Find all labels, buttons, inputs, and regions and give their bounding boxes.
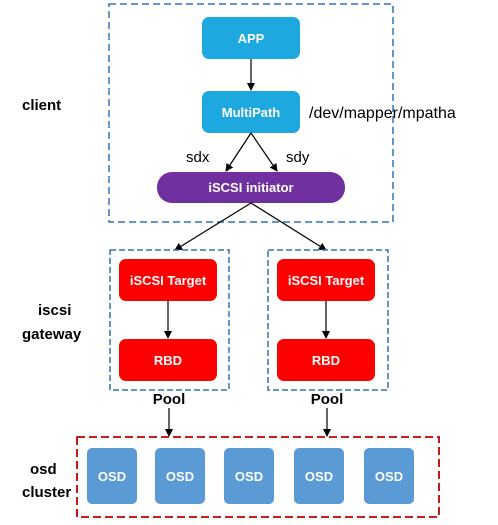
osd-label-2: OSD xyxy=(166,469,194,484)
osd-section-label-line1: osd xyxy=(30,461,57,478)
gateway-2-iscsi-target-box: iSCSI Target xyxy=(277,259,375,301)
gateway-2: iSCSI Target RBD xyxy=(267,249,389,391)
osd-box-1: OSD xyxy=(87,448,137,504)
osd-cluster-container xyxy=(76,436,440,518)
osd-section-label-line2: cluster xyxy=(22,484,71,501)
arrow-path-sdx xyxy=(225,132,252,172)
multipath-label: MultiPath xyxy=(222,105,281,120)
gateway-1-rbd-label: RBD xyxy=(154,353,182,368)
gateway-section-label-line1: iscsi xyxy=(38,302,71,319)
gateway-1-iscsi-target-label: iSCSI Target xyxy=(130,273,207,288)
client-section-label: client xyxy=(22,97,61,114)
arrow-initiator-to-gateway-1 xyxy=(174,202,252,251)
osd-label-3: OSD xyxy=(235,469,263,484)
arrow-path-sdy xyxy=(250,132,278,172)
gateway-1: iSCSI Target RBD xyxy=(109,249,230,391)
gateway-2-rbd-label: RBD xyxy=(312,353,340,368)
gateway-2-container xyxy=(267,249,389,391)
gateway-2-iscsi-target-label: iSCSI Target xyxy=(288,273,365,288)
osd-label-1: OSD xyxy=(98,469,126,484)
device-path-label: /dev/mapper/mpatha xyxy=(309,105,456,122)
gateway-1-container xyxy=(109,249,230,391)
gateway-1-pool-label: Pool xyxy=(153,391,186,408)
osd-box-2: OSD xyxy=(155,448,205,504)
iscsi-initiator-box: iSCSI initiator xyxy=(157,172,345,203)
iscsi-initiator-label: iSCSI initiator xyxy=(208,180,293,195)
arrow-initiator-to-gateway-2 xyxy=(250,202,327,251)
osd-box-3: OSD xyxy=(224,448,274,504)
app-box: APP xyxy=(202,17,300,59)
osd-label-5: OSD xyxy=(375,469,403,484)
osd-box-5: OSD xyxy=(364,448,414,504)
path-sdy-label: sdy xyxy=(286,149,310,166)
osd-box-4: OSD xyxy=(294,448,344,504)
path-sdx-label: sdx xyxy=(186,149,210,166)
client-container xyxy=(108,3,394,223)
app-label: APP xyxy=(238,31,265,46)
multipath-box: MultiPath xyxy=(202,91,300,133)
gateway-1-rbd-box: RBD xyxy=(119,339,217,381)
gateway-section-label-line2: gateway xyxy=(22,326,82,343)
gateway-1-iscsi-target-box: iSCSI Target xyxy=(119,259,217,301)
gateway-2-pool-label: Pool xyxy=(311,391,344,408)
gateway-2-rbd-box: RBD xyxy=(277,339,375,381)
osd-label-4: OSD xyxy=(305,469,333,484)
